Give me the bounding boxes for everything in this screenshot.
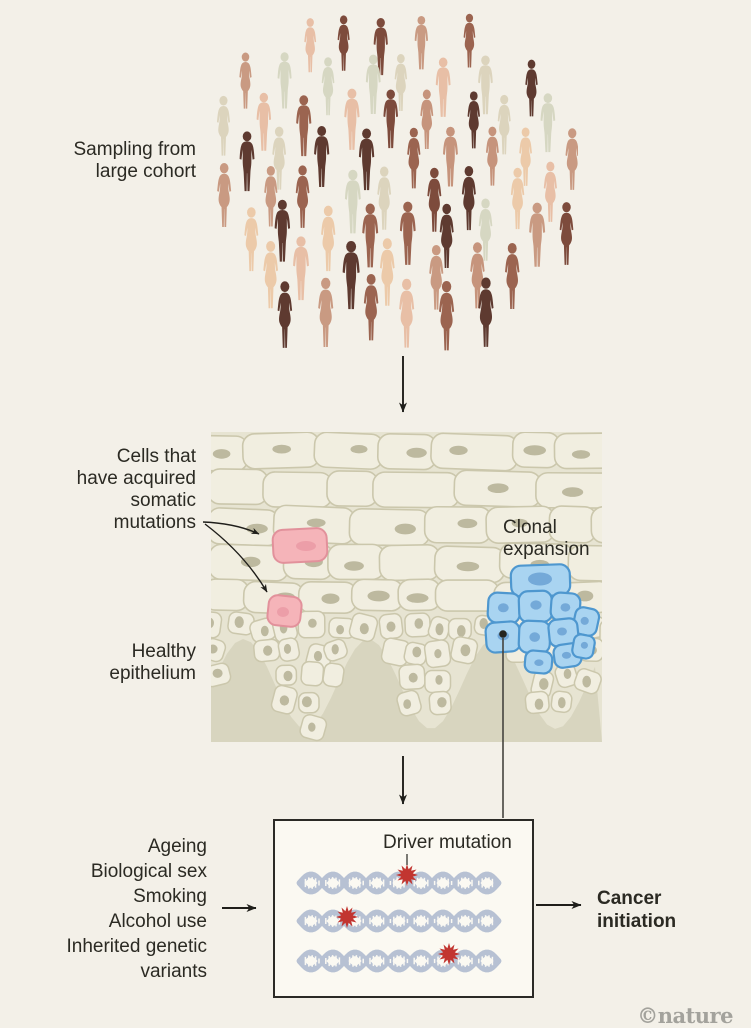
risk-factor-line: Biological sex bbox=[90, 861, 207, 882]
mutated-cells-line: have acquired bbox=[76, 468, 196, 489]
risk-factor-line: Smoking bbox=[133, 886, 207, 907]
dna-strands bbox=[296, 864, 502, 973]
healthy-epithelium-label: Healthy epithelium bbox=[109, 641, 196, 685]
mutated-cells-label: Cells that have acquired somatic mutatio… bbox=[77, 446, 196, 534]
cohort-crowd bbox=[216, 13, 578, 351]
sampling-line: Sampling from bbox=[73, 139, 197, 160]
risk-factor-line: variants bbox=[140, 961, 207, 982]
sampling-line: large cohort bbox=[95, 161, 196, 182]
mutated-cells-line: Cells that bbox=[116, 446, 196, 467]
driver-mutation-box bbox=[273, 819, 534, 998]
sampling-label: Sampling from large cohort bbox=[74, 139, 197, 183]
clonal-expansion-line: Clonal bbox=[503, 517, 557, 538]
mutated-cells-line: mutations bbox=[113, 512, 196, 533]
cancer-initiation-line: initiation bbox=[597, 911, 677, 932]
healthy-epithelium-line: epithelium bbox=[109, 663, 196, 684]
cancer-initiation-label: Cancer initiation bbox=[597, 887, 676, 933]
risk-factor-line: Alcohol use bbox=[108, 911, 207, 932]
nature-credit: ©nature bbox=[637, 1003, 733, 1028]
tissue-panel bbox=[211, 432, 602, 742]
driver-mutation-label: Driver mutation bbox=[383, 832, 512, 853]
healthy-epithelium-line: Healthy bbox=[131, 641, 196, 662]
clonal-expansion-label: Clonal expansion bbox=[503, 517, 590, 561]
risk-factor-line: Ageing bbox=[147, 836, 207, 857]
risk-factor-line: Inherited genetic bbox=[66, 936, 208, 957]
cancer-initiation-line: Cancer bbox=[597, 888, 662, 909]
mutated-cells-line: somatic bbox=[130, 490, 196, 511]
risk-factors-label: Ageing Biological sex Smoking Alcohol us… bbox=[67, 834, 208, 984]
clonal-expansion-line: expansion bbox=[503, 539, 590, 560]
